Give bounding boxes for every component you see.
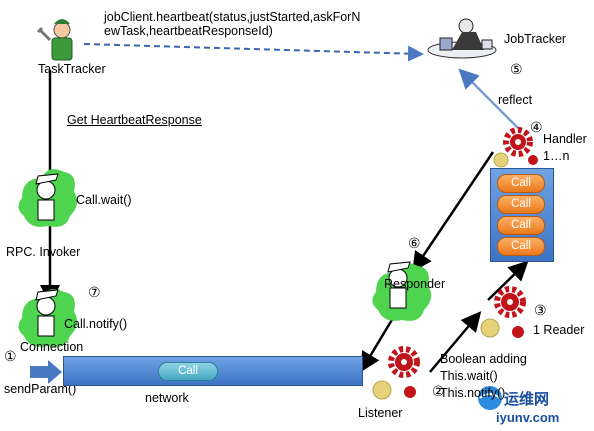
tasktracker-label: TaskTracker [38,62,106,76]
reader-queue-arrow [487,260,529,301]
this-wait-label: This.wait() [440,369,498,383]
boolean-adding-label: Boolean adding [440,352,527,366]
handler-responder-arrow [412,151,495,273]
step-3: ③ [534,302,547,318]
call-notify-label: Call.notify() [64,317,128,331]
queue-call-2: Call [497,195,545,214]
jobtracker-label: JobTracker [504,32,567,46]
watermark-logo [478,386,502,410]
jobtracker-icon [427,18,497,59]
step-5: ⑤ [510,61,523,77]
step-2: ② [432,383,445,399]
reflect-arrow [458,68,519,129]
network-label: network [145,391,189,405]
step-6: ⑥ [408,235,421,251]
handler-range-label: 1…n [543,149,570,163]
rpc-invoker-label: RPC. Invoker [6,245,81,259]
reader-gear-icon [480,286,526,338]
call-wait-label: Call.wait() [76,193,132,207]
connection-figure [18,289,78,347]
tasktracker-icon [36,19,73,61]
watermark-line-2: iyunv.com [496,410,560,425]
reader-label: 1 Reader [533,323,585,337]
this-notify-label: This.notify() [440,386,506,400]
heartbeat-call-label: jobClient.heartbeat(status,justStarted,a… [104,10,361,38]
listener-reader-arrow [429,311,482,373]
responder-label: Responder [384,277,446,291]
listener-label: Listener [358,406,403,420]
step-4: ④ [530,119,543,135]
network-call-pill: Call [158,362,218,381]
handler-label: Handler [543,132,587,146]
get-response-label: Get HeartbeatResponse [67,113,202,127]
reflect-label: reflect [498,93,533,107]
step-1: ① [4,348,17,364]
queue-call-3: Call [497,216,545,235]
send-param-arrow [30,360,62,384]
responder-figure [372,261,432,321]
heartbeat-arrow [83,43,424,62]
queue-call-4: Call [497,237,545,256]
connection-label: Connection [20,340,84,354]
step-7: ⑦ [88,284,101,300]
watermark-line-1: 运维网 [504,391,550,408]
responder-network-arrow [360,317,395,373]
queue-call-1: Call [497,174,545,193]
send-param-label: sendParam() [4,382,77,396]
handler-gear-icon [493,127,538,168]
listener-gear-icon [372,346,420,400]
rpc-invoker-figure [18,169,78,227]
